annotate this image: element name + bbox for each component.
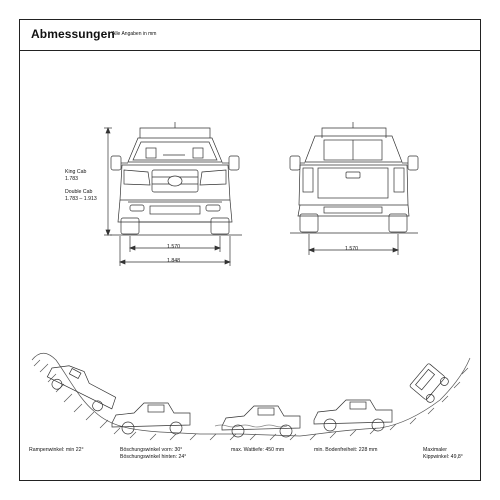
wading-depth-caption: max. Wattiefe: 450 mm [231,447,285,453]
front-view-vehicle [110,122,242,236]
front-height-dimension [104,127,112,236]
terrain-profile [31,352,471,441]
approach-angle-caption: Böschungswinkel vorn: 30° [120,447,183,453]
ramp-angle-caption: Rampenwinkel: min 22° [29,447,84,453]
tilt-angle-vehicle [409,363,449,403]
front-width-value: 1.848 [167,258,180,264]
ramp-angle-vehicle [46,365,117,412]
rear-track-dimension [308,234,399,255]
king-cab-value: 1.783 [65,176,78,182]
page-subtitle: Alle Angaben in mm [112,31,157,37]
rear-track-value: 1.570 [345,246,358,252]
front-track-value: 1.570 [167,244,180,250]
front-track-dimension [129,236,221,252]
page-frame [19,19,481,481]
wading-vehicle [221,405,301,438]
double-cab-label: Double Cab [65,189,93,195]
page-title: Abmessungen [31,27,115,41]
tilt-angle-caption-line2: Kippwinkel: 49,8° [423,454,463,460]
approach-angle-vehicle [111,402,191,435]
double-cab-value: 1.783 – 1.913 [65,196,97,202]
header-divider [19,50,481,51]
ground-clearance-vehicle [313,399,393,432]
tilt-angle-caption-line1: Maximaler [423,447,447,453]
rear-view-vehicle [289,122,419,234]
king-cab-label: King Cab [65,169,87,175]
departure-angle-caption: Böschungswinkel hinten: 24° [120,454,187,460]
ground-clearance-caption: min. Bodenfreiheit: 228 mm [314,447,378,453]
front-width-dimension [119,236,231,266]
